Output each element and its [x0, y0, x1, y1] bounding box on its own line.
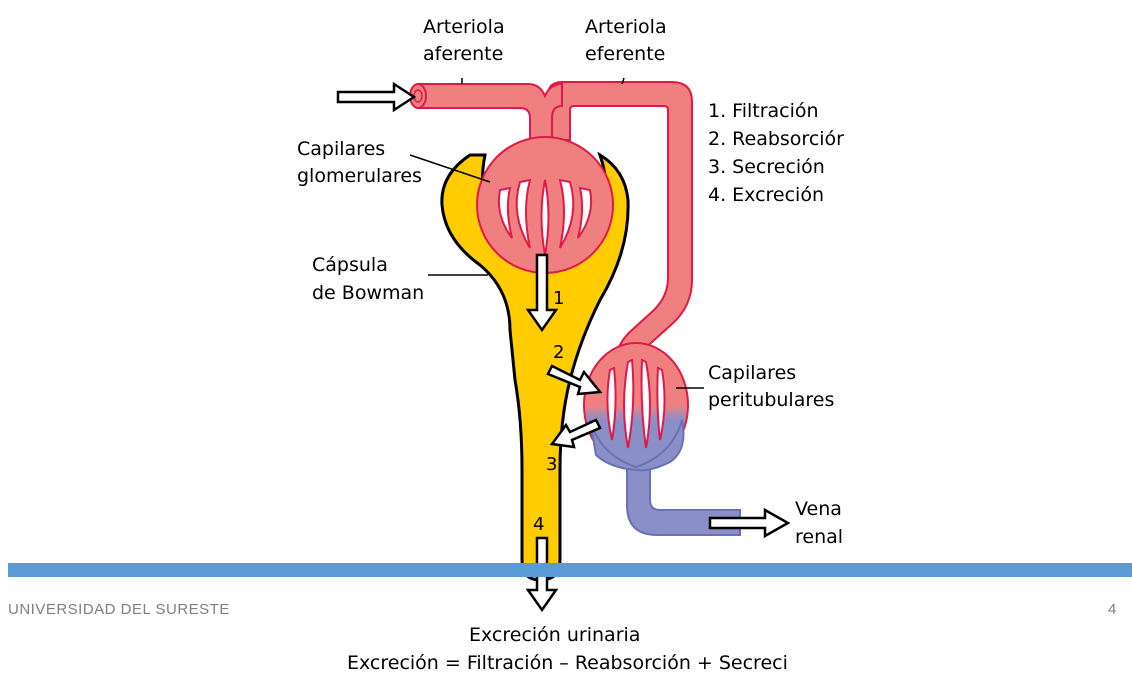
label-arteriola-eferente-2: eferente	[585, 43, 665, 65]
legend-item-2: 2. Reabsorciór	[708, 128, 844, 150]
legend-item-1: 1. Filtración	[708, 100, 819, 122]
step-number-1: 1	[553, 288, 564, 309]
label-arteriola-aferente-1: Arteriola	[423, 16, 505, 38]
step-number-4: 4	[533, 514, 544, 535]
label-vena-2: renal	[795, 526, 843, 548]
label-arteriola-aferente-2: aferente	[423, 43, 503, 65]
legend-item-4: 4. Excreción	[708, 184, 824, 206]
label-capsula-2: de Bowman	[312, 282, 424, 304]
inflow-arrow	[338, 84, 414, 110]
label-formula: Excreción = Filtración – Reabsorción + S…	[347, 652, 788, 674]
legend-item-3: 3. Secreción	[708, 156, 825, 178]
label-capilares-glomerulares-1: Capilares	[297, 138, 385, 160]
label-capsula-1: Cápsula	[312, 254, 388, 276]
footer-bar	[8, 563, 1132, 577]
label-capilares-glomerulares-2: glomerulares	[297, 165, 422, 187]
step-number-2: 2	[553, 342, 564, 363]
step-number-3: 3	[546, 454, 557, 475]
afferent-arteriole-body	[418, 84, 562, 140]
label-vena-1: Vena	[795, 498, 842, 520]
label-arteriola-eferente-1: Arteriola	[585, 16, 667, 38]
page-number: 4	[1108, 601, 1116, 618]
label-capilares-peritubulares-2: peritubulares	[708, 389, 834, 411]
label-capilares-peritubulares-1: Capilares	[708, 362, 796, 384]
footer-institution: UNIVERSIDAD DEL SURESTE	[8, 601, 230, 618]
label-excrecion-urinaria: Excreción urinaria	[469, 624, 640, 646]
